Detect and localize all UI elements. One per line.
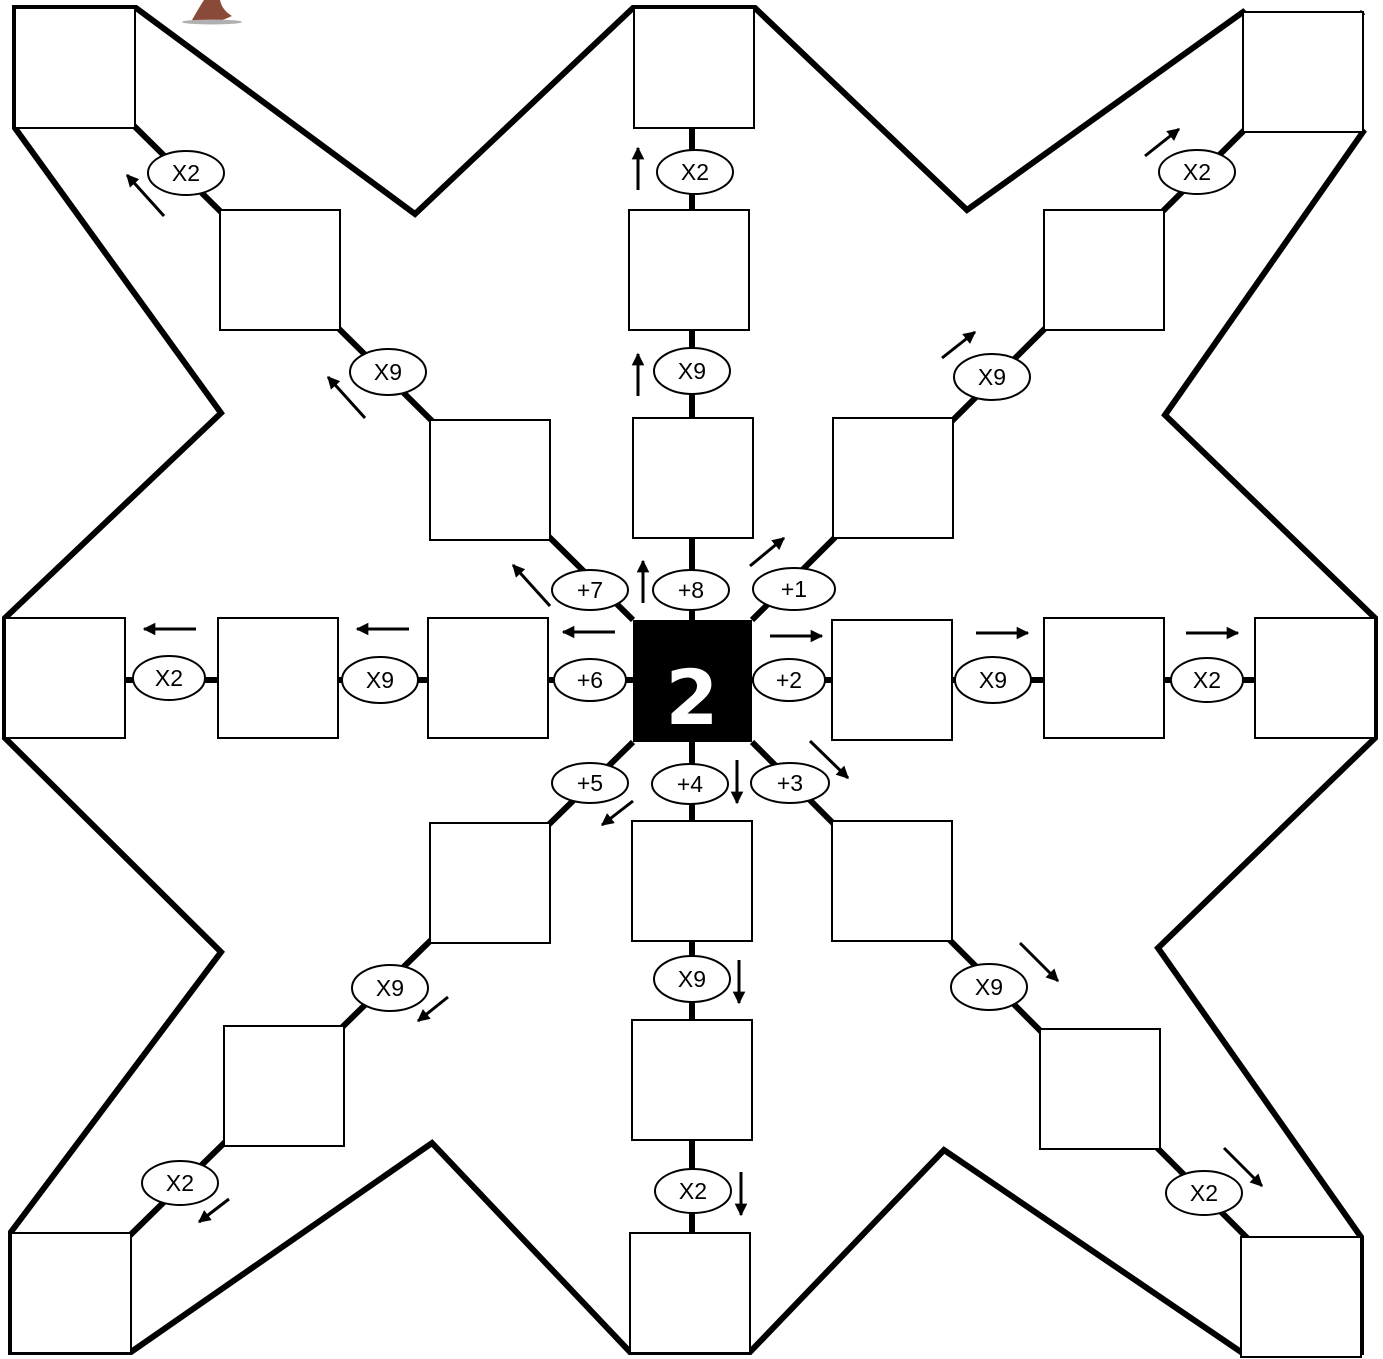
answer-box-down-right-3[interactable] — [1241, 1237, 1361, 1357]
answer-box-down-left-2[interactable] — [224, 1026, 344, 1146]
answer-box-up-2[interactable] — [629, 210, 749, 330]
arrow-icon — [942, 332, 975, 358]
answer-box-down-right-2[interactable] — [1040, 1029, 1160, 1149]
answer-box-down-left-1[interactable] — [430, 823, 550, 943]
arrow-icon — [750, 538, 784, 566]
arrow-icon — [513, 565, 550, 606]
answer-box-up-left-2[interactable] — [220, 210, 340, 330]
operation-label: X9 — [376, 975, 404, 1001]
answer-box-up-left-1[interactable] — [430, 420, 550, 540]
answer-box-up-left-3[interactable] — [15, 8, 135, 128]
operation-label: X2 — [1183, 159, 1211, 185]
arrow-icon — [602, 801, 633, 825]
operation-label: X2 — [155, 665, 183, 691]
answer-box-up-1[interactable] — [633, 418, 753, 538]
operation-label: X2 — [1193, 667, 1221, 693]
operation-label: X2 — [172, 160, 200, 186]
answer-box-down-2[interactable] — [632, 1020, 752, 1140]
answer-box-up-right-2[interactable] — [1044, 210, 1164, 330]
operation-label: +2 — [776, 667, 802, 693]
operation-label: +8 — [678, 577, 704, 603]
answer-box-down-1[interactable] — [632, 821, 752, 941]
mascot-figure — [182, 0, 242, 25]
answer-box-down-right-1[interactable] — [832, 821, 952, 941]
answer-box-right-3[interactable] — [1255, 618, 1375, 738]
center-value: 2 — [666, 653, 719, 742]
answer-box-down-left-3[interactable] — [11, 1233, 131, 1353]
arrow-icon — [199, 1199, 229, 1222]
operation-label: X9 — [979, 667, 1007, 693]
operation-label: +5 — [577, 770, 603, 796]
arrow-icon — [1020, 943, 1058, 981]
operation-label: X2 — [1190, 1180, 1218, 1206]
answer-box-up-right-3[interactable] — [1243, 12, 1363, 132]
operation-label: +7 — [577, 577, 603, 603]
operation-label: X2 — [166, 1170, 194, 1196]
answer-box-left-1[interactable] — [428, 618, 548, 738]
operation-label: +6 — [577, 667, 603, 693]
operation-label: X9 — [678, 966, 706, 992]
operation-label: +1 — [781, 576, 807, 602]
operation-label: X2 — [681, 159, 709, 185]
answer-box-down-3[interactable] — [630, 1233, 750, 1353]
answer-box-up-3[interactable] — [634, 8, 754, 128]
answer-box-left-3[interactable] — [5, 618, 125, 738]
operation-label: +4 — [677, 771, 703, 797]
operation-label: X9 — [978, 364, 1006, 390]
answer-box-left-2[interactable] — [218, 618, 338, 738]
operation-label: +3 — [777, 770, 803, 796]
answer-box-up-right-1[interactable] — [833, 418, 953, 538]
operation-label: X2 — [679, 1178, 707, 1204]
operation-label: X9 — [678, 358, 706, 384]
operation-label: X9 — [975, 974, 1003, 1000]
answer-box-right-1[interactable] — [832, 620, 952, 740]
operation-label: X9 — [366, 667, 394, 693]
operation-label: X9 — [374, 359, 402, 385]
arrow-icon — [1145, 129, 1179, 156]
answer-box-right-2[interactable] — [1044, 618, 1164, 738]
